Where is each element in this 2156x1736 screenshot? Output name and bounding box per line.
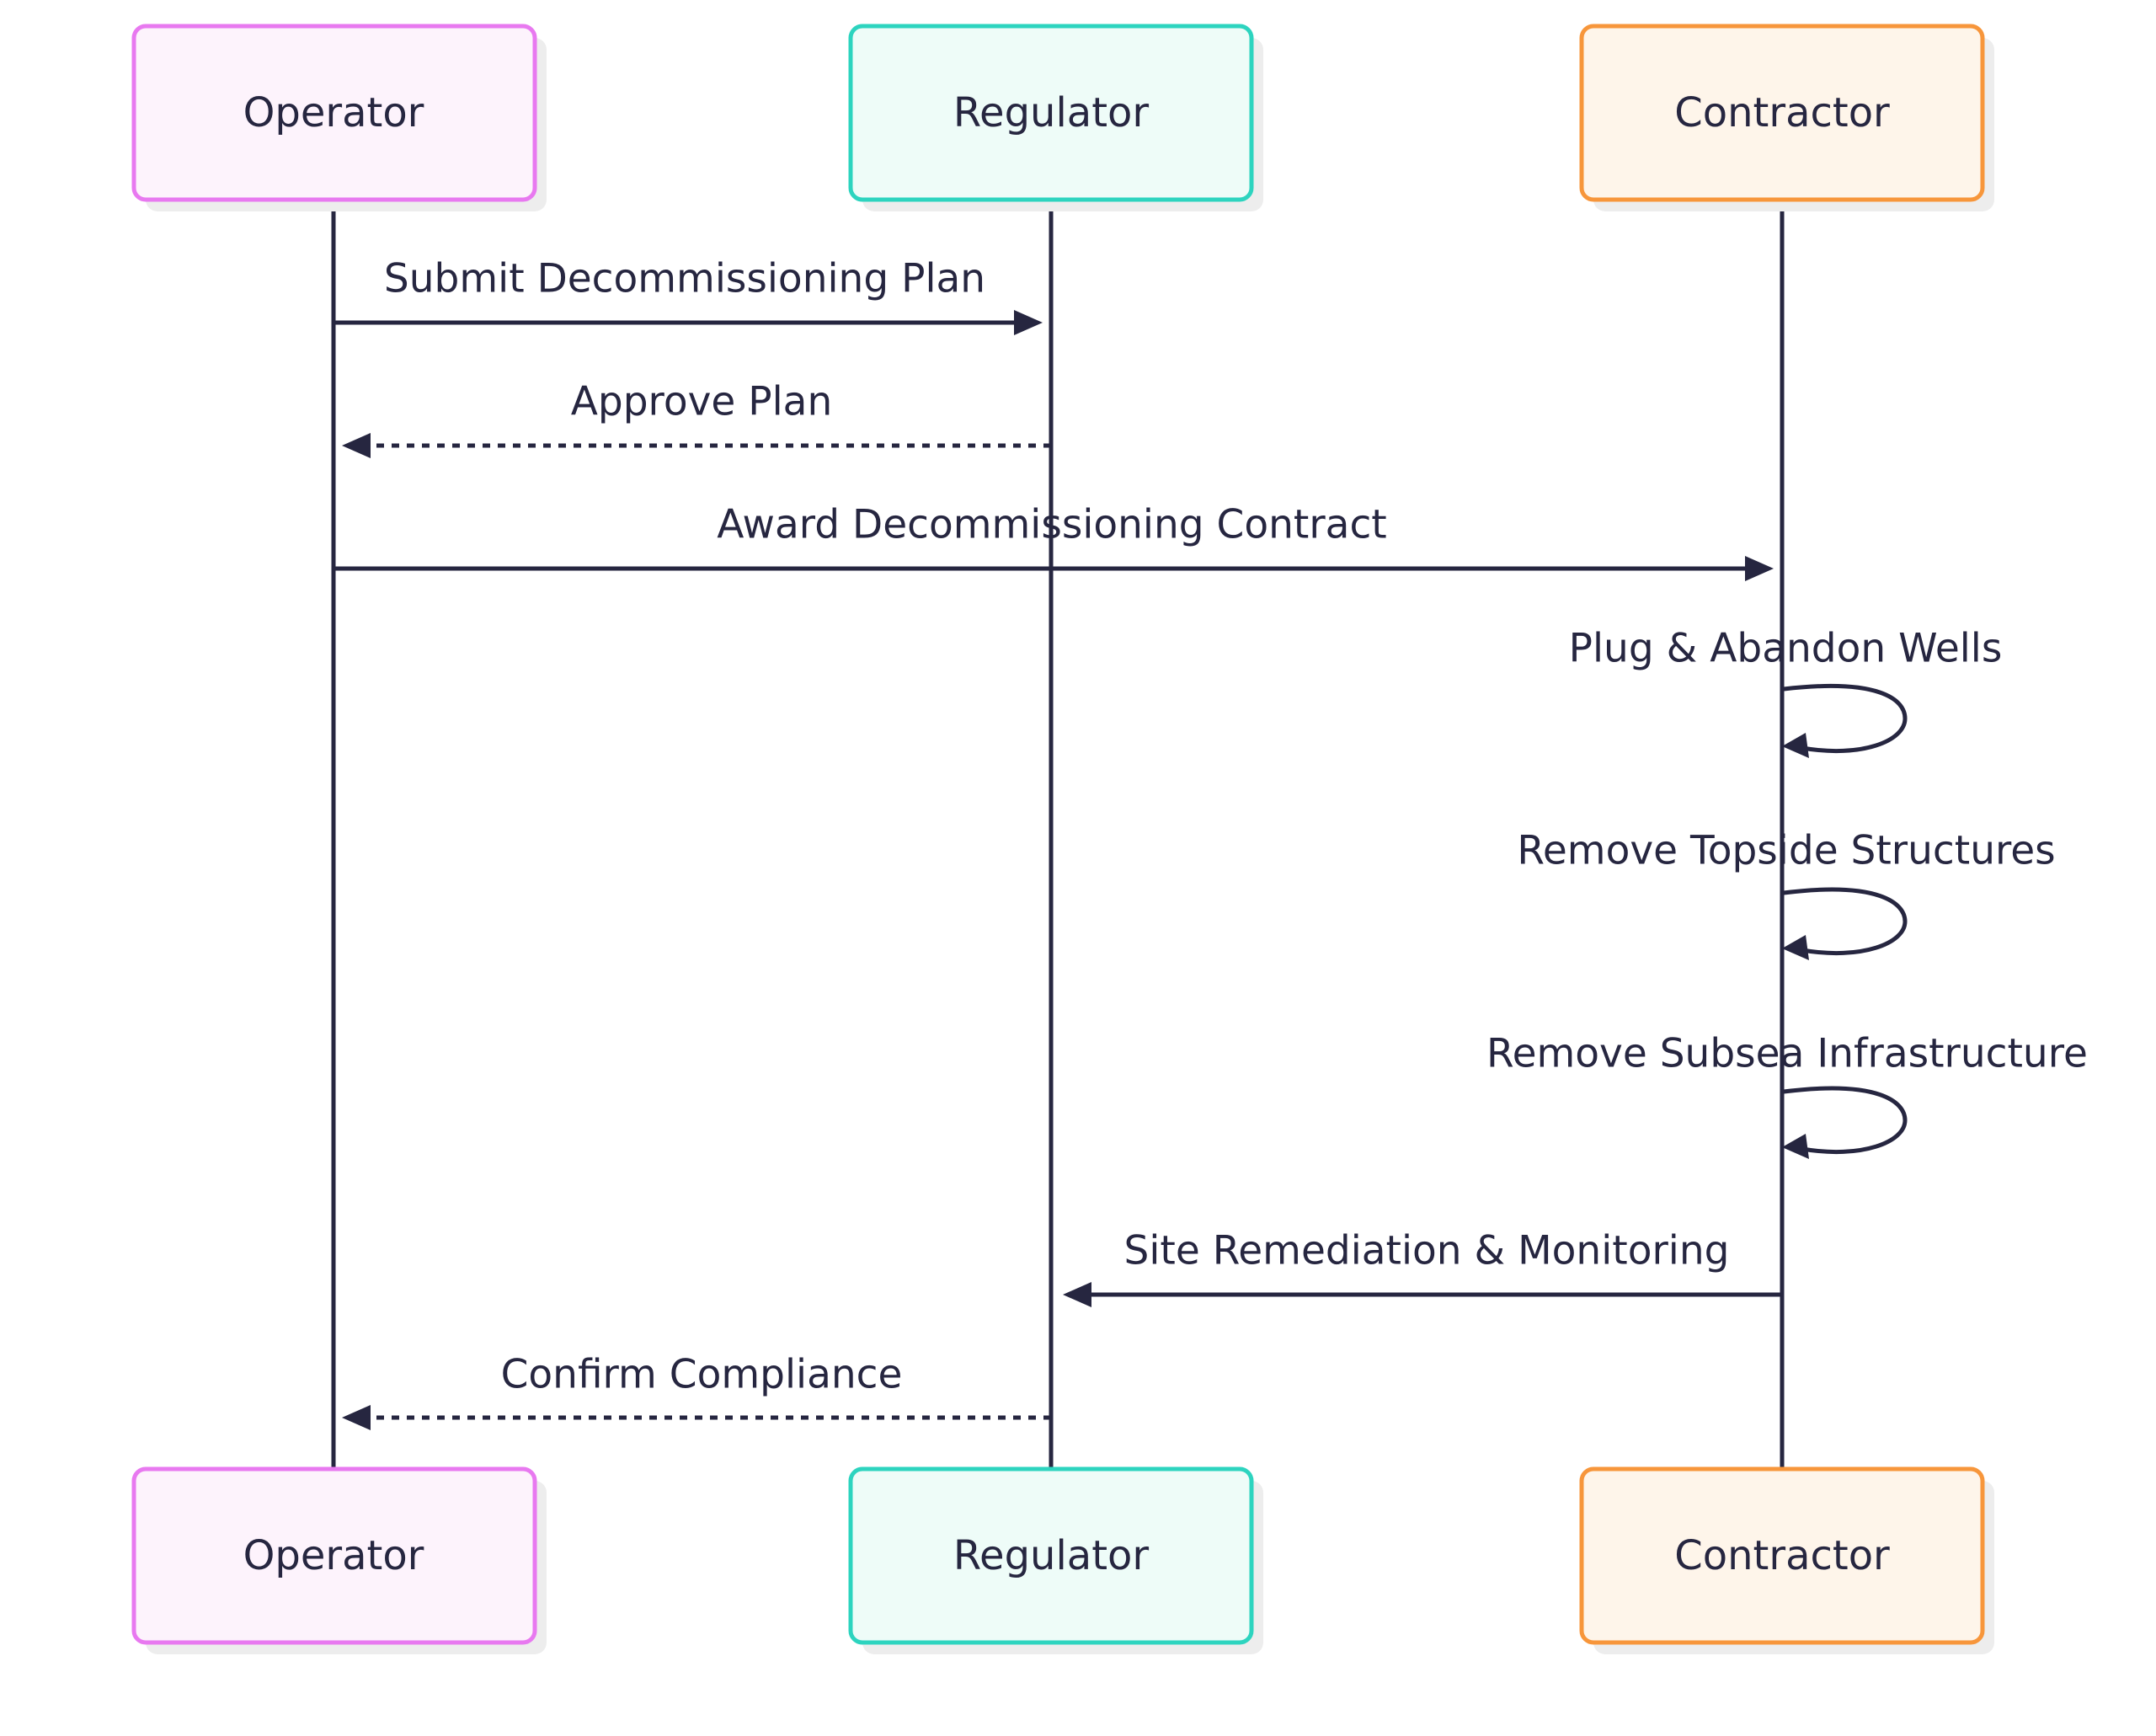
actor-label: Regulator bbox=[953, 89, 1150, 136]
self-loop-line bbox=[1783, 1086, 1908, 1155]
arrowhead-icon bbox=[1014, 310, 1043, 335]
actor-label: Regulator bbox=[953, 1532, 1150, 1579]
arrowhead-icon bbox=[1782, 935, 1809, 960]
actor-box-contractor-top[interactable]: Contractor bbox=[1579, 24, 1994, 211]
message-award-contract[interactable]: Award Decommissioning Contract bbox=[334, 502, 1774, 582]
actor-rect bbox=[848, 1466, 1254, 1645]
message-label: Award Decommissioning Contract bbox=[717, 502, 1386, 548]
messages: Submit Decommissioning Plan Approve Plan… bbox=[334, 256, 2088, 1431]
actor-box-operator-bottom[interactable]: Operator bbox=[131, 1466, 547, 1654]
actor-box-regulator-top[interactable]: Regulator bbox=[848, 24, 1263, 211]
arrowhead-icon bbox=[1063, 1282, 1091, 1307]
actor-box-regulator-bottom[interactable]: Regulator bbox=[848, 1466, 1263, 1654]
actor-label: Operator bbox=[243, 1532, 424, 1579]
message-remove-topside[interactable]: Remove Topside Structures bbox=[1517, 828, 2056, 961]
arrowhead-icon bbox=[342, 433, 371, 458]
message-label: Plug & Abandon Wells bbox=[1569, 626, 2003, 672]
actor-box-contractor-bottom[interactable]: Contractor bbox=[1579, 1466, 1994, 1654]
actor-rect bbox=[1579, 1466, 1985, 1645]
message-plug-abandon[interactable]: Plug & Abandon Wells bbox=[1569, 626, 2003, 759]
message-label: Confirm Compliance bbox=[501, 1352, 903, 1398]
actor-box-operator-top[interactable]: Operator bbox=[131, 24, 547, 211]
arrowhead-icon bbox=[1782, 1134, 1809, 1159]
message-label: Site Remediation & Monitoring bbox=[1124, 1228, 1730, 1274]
actor-rect bbox=[1579, 24, 1985, 202]
message-label: Remove Subsea Infrastructure bbox=[1486, 1031, 2088, 1077]
actor-label: Operator bbox=[243, 89, 424, 136]
message-label: Submit Decommissioning Plan bbox=[384, 256, 985, 302]
actors-bottom: Operator Regulator Contractor bbox=[131, 1466, 1994, 1654]
actor-rect bbox=[848, 24, 1254, 202]
message-confirm-compliance[interactable]: Confirm Compliance bbox=[342, 1352, 1051, 1431]
message-site-remediation[interactable]: Site Remediation & Monitoring bbox=[1063, 1228, 1782, 1308]
actor-rect bbox=[131, 1466, 537, 1645]
self-loop-line bbox=[1783, 887, 1908, 956]
message-remove-subsea[interactable]: Remove Subsea Infrastructure bbox=[1486, 1031, 2088, 1160]
actor-label: Contractor bbox=[1674, 1532, 1890, 1579]
actors-top: Operator Regulator Contractor bbox=[131, 24, 1994, 211]
self-loop-line bbox=[1783, 683, 1908, 754]
message-label: Approve Plan bbox=[571, 379, 833, 425]
actor-label: Contractor bbox=[1674, 89, 1890, 136]
message-approve-plan[interactable]: Approve Plan bbox=[342, 379, 1051, 459]
message-label: Remove Topside Structures bbox=[1517, 828, 2055, 874]
arrowhead-icon bbox=[342, 1405, 371, 1430]
message-submit-plan[interactable]: Submit Decommissioning Plan bbox=[334, 256, 1043, 336]
arrowhead-icon bbox=[1745, 556, 1774, 581]
lifelines bbox=[331, 199, 1785, 1469]
actor-rect bbox=[131, 24, 537, 202]
arrowhead-icon bbox=[1782, 733, 1809, 758]
